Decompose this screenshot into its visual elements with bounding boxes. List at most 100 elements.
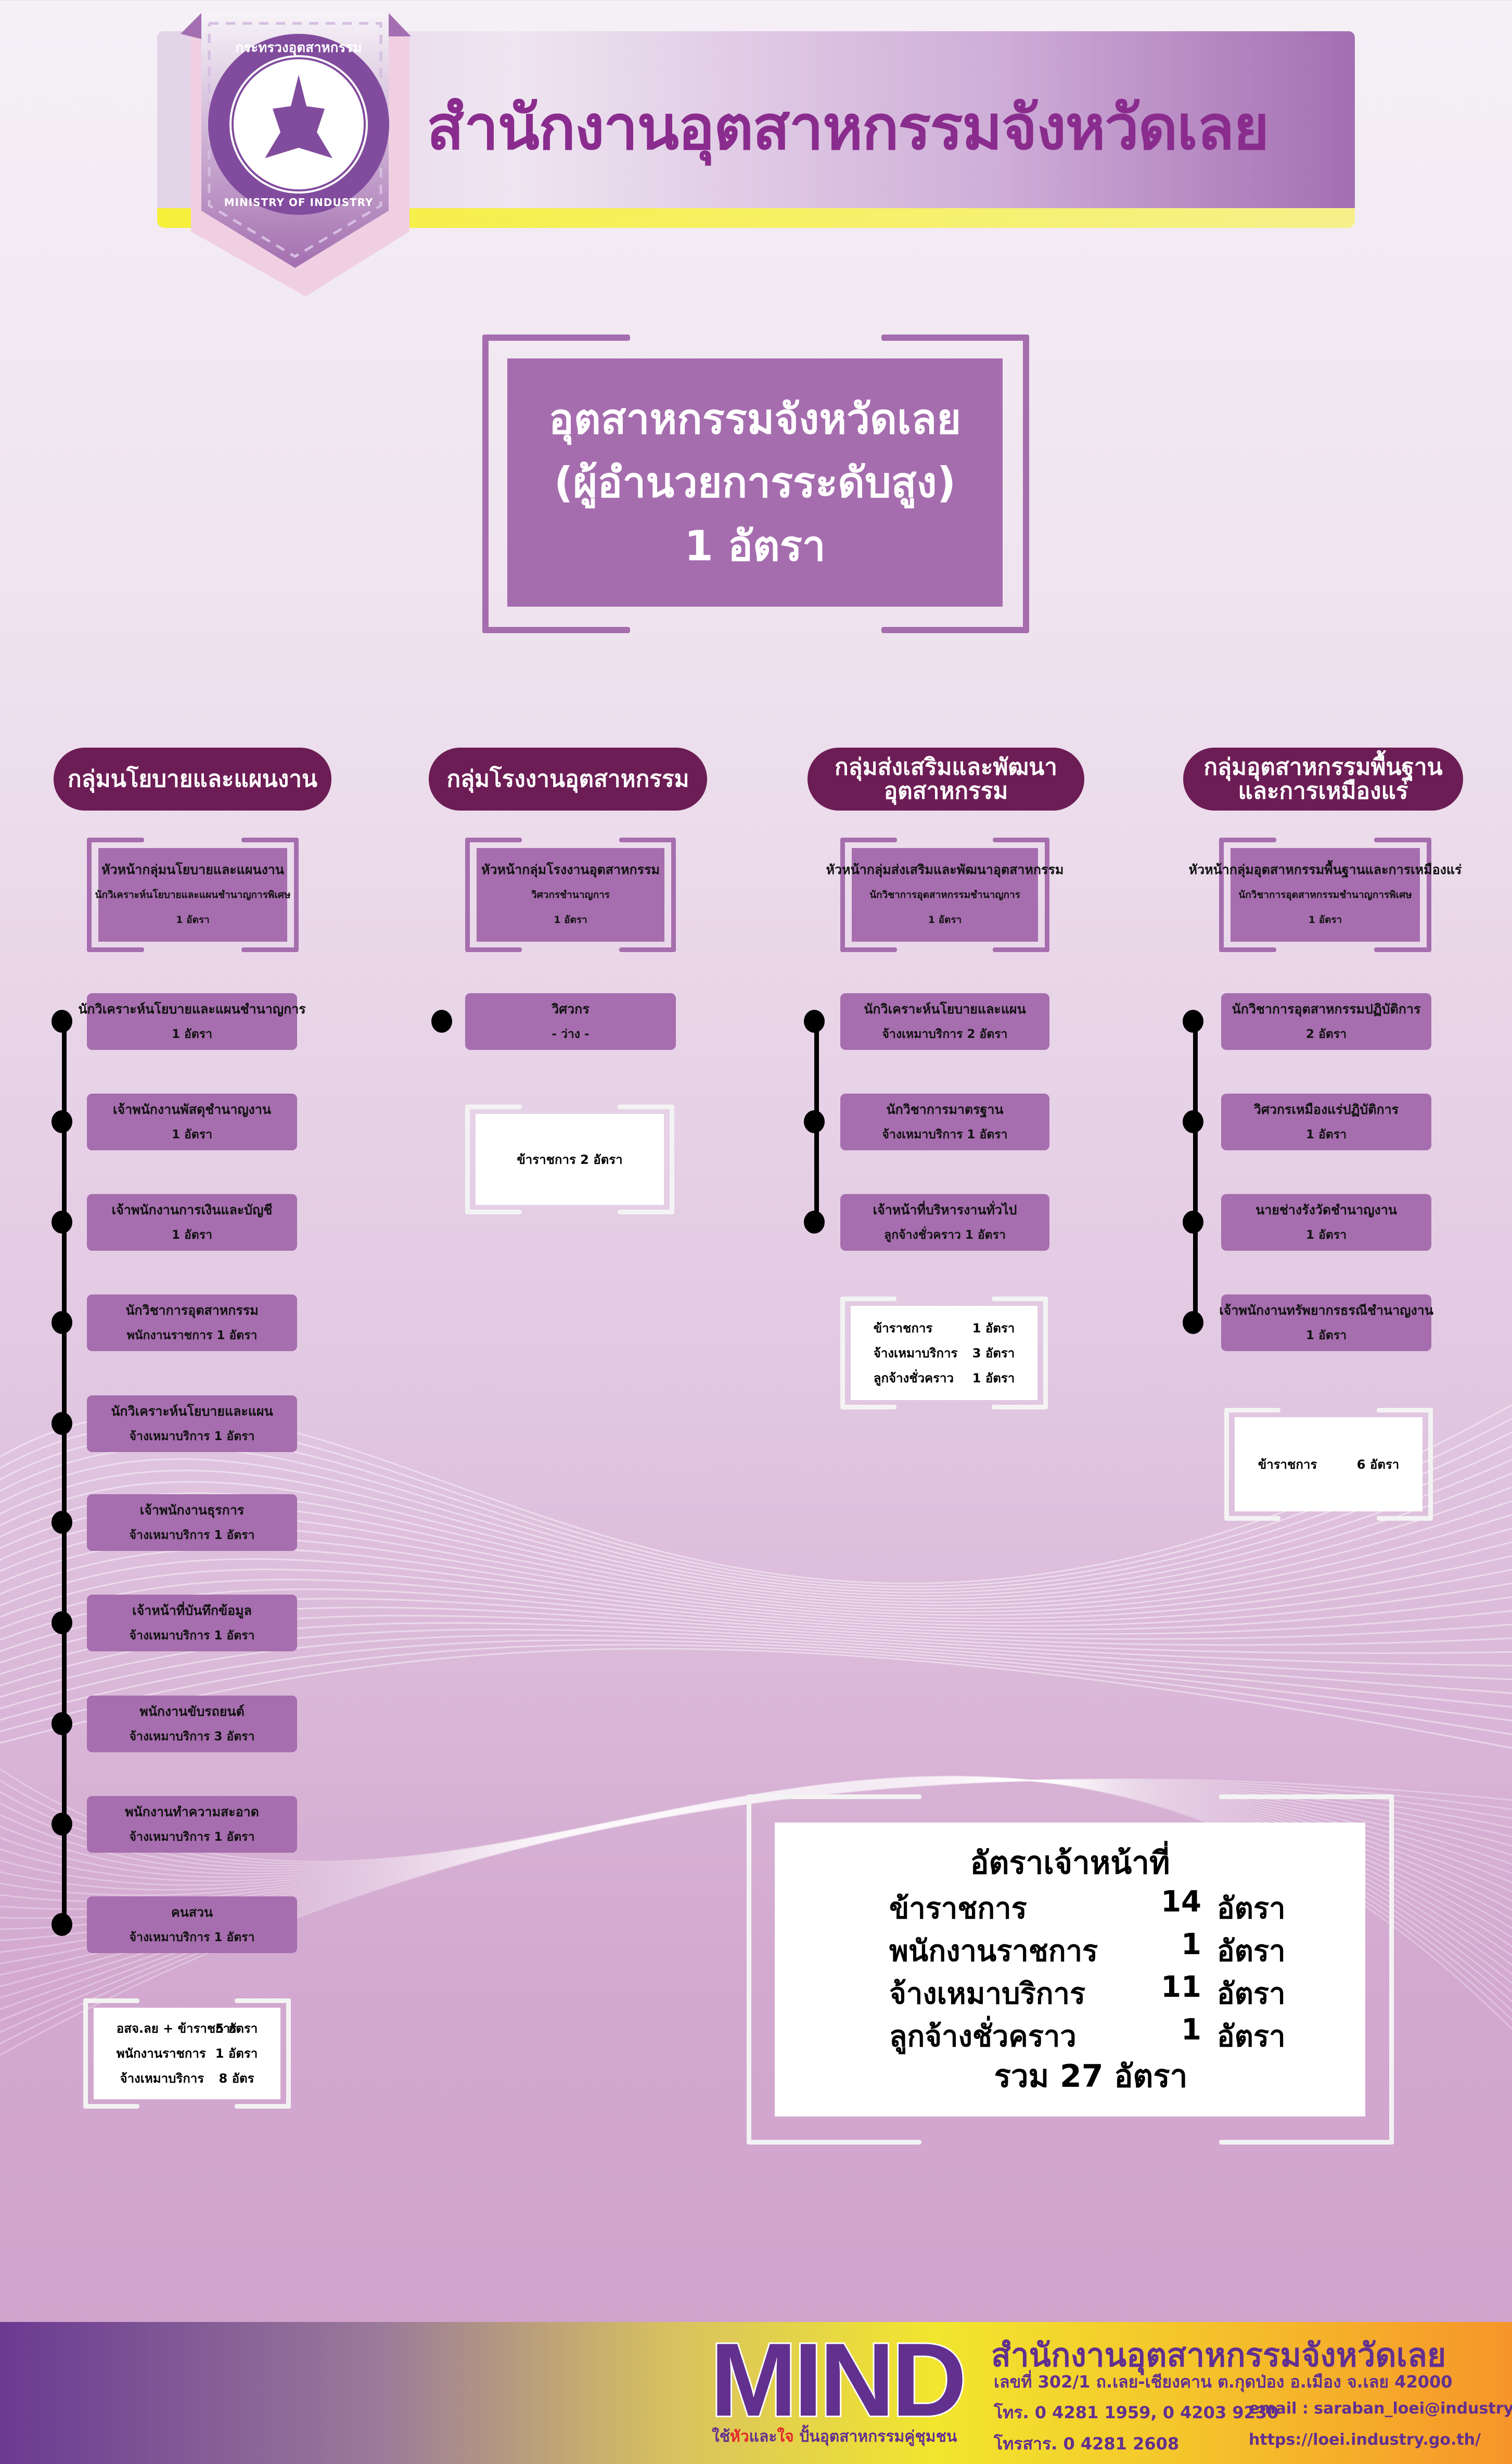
timeline-dot <box>804 1211 825 1234</box>
position-box: นักวิชาการอุตสาหกรรมพนักงานราชการ 1 อัตร… <box>87 1294 297 1351</box>
timeline-dot <box>52 1913 72 1936</box>
frame-segment <box>1377 1408 1433 1413</box>
staff-type-count: 1 <box>1181 1928 1201 1961</box>
frame-segment <box>482 335 489 633</box>
frame-segment <box>87 838 144 842</box>
footer <box>0 2322 1512 2464</box>
position-count: - ว่าง - <box>552 1027 590 1041</box>
staff-type-count: 1 <box>1181 2013 1201 2047</box>
frame-segment <box>87 947 144 952</box>
position-title: นักวิเคราะห์นโยบายและแผน <box>864 1001 1026 1017</box>
head-count: 1 อัตรา <box>554 914 587 926</box>
frame-segment <box>465 1105 522 1109</box>
timeline-dot <box>1183 1211 1203 1234</box>
head-rank: นักวิชาการอุตสาหกรรมชำนาญการ <box>869 889 1020 901</box>
timeline-dot <box>1183 1311 1203 1334</box>
frame-segment <box>1219 838 1276 842</box>
group-head-box: หัวหน้ากลุ่มส่งเสริมและพัฒนาอุตสาหกรรมนั… <box>826 848 1063 942</box>
head-position: หัวหน้ากลุ่มโรงงานอุตสาหกรรม <box>481 862 660 877</box>
footer-website-link[interactable]: https://loei.industry.go.th/ <box>1249 2431 1481 2449</box>
footer-fax: โทรสาร. 0 4281 2608 <box>994 2434 1180 2454</box>
staff-type-label: ข้าราชการ <box>889 1892 1027 1926</box>
position-title: วิศวกร <box>552 1001 590 1017</box>
frame-segment <box>465 1210 522 1214</box>
summary-count: 1 อัตรา <box>972 1320 1015 1336</box>
ministry-seal-logo: กระทรวงอุตสาหกรรม MINISTRY OF INDUSTRY <box>208 34 389 215</box>
position-title: พนักงานขับรถยนต์ <box>139 1703 245 1719</box>
timeline-dot <box>52 1010 72 1033</box>
frame-segment <box>482 627 630 633</box>
position-title: วิศวกรเหมืองแร่ปฏิบัติการ <box>1253 1101 1399 1117</box>
position-box: นักวิชาการมาตรฐานจ้างเหมาบริการ 1 อัตรา <box>840 1094 1049 1150</box>
frame-segment <box>1224 1408 1280 1413</box>
position-box: วิศวกร - ว่าง - <box>465 993 676 1050</box>
frame-segment <box>83 2104 139 2109</box>
group-title-pill: กลุ่มนโยบายและแผนงาน <box>54 748 331 811</box>
head-count: 1 อัตรา <box>928 914 962 926</box>
frame-segment <box>1428 1408 1433 1521</box>
timeline-dot <box>52 1511 72 1534</box>
frame-segment <box>840 1297 845 1409</box>
frame-segment <box>1219 1794 1394 1799</box>
position-title: นักวิชาการมาตรฐาน <box>886 1101 1004 1117</box>
summary-row: ข้าราชการ 2 อัตรา <box>517 1147 622 1172</box>
frame-segment <box>840 947 897 952</box>
frame-segment <box>1219 947 1276 952</box>
frame-segment <box>465 838 470 952</box>
footer-email-link[interactable]: email : saraban_loei@industry.go.th <box>1249 2399 1512 2418</box>
footer-address: เลขที่ 302/1 ถ.เลย-เชียงคาน ต.กุดป่อง อ.… <box>994 2372 1453 2392</box>
staff-type-unit: อัตรา <box>1217 1892 1286 1926</box>
group-title-pill: กลุ่มโรงงานอุตสาหกรรม <box>429 748 707 811</box>
position-title: นายช่างรังวัดชำนาญงาน <box>1255 1202 1397 1217</box>
position-box: นักวิเคราะห์นโยบายและแผนจ้างเหมาบริการ 2… <box>840 993 1049 1050</box>
director-level: (ผู้อำนวยการระดับสูง) <box>554 458 956 507</box>
head-count: 1 อัตรา <box>1308 914 1342 926</box>
frame-segment <box>747 1794 921 1799</box>
position-count: 1 อัตรา <box>171 1228 213 1242</box>
frame-segment <box>619 947 676 952</box>
frame-segment <box>235 2104 291 2109</box>
frame-segment <box>1219 2140 1394 2145</box>
staff-type-count: 14 <box>1161 1885 1201 1919</box>
position-box: พนักงานทำความสะอาดจ้างเหมาบริการ 1 อัตรา <box>87 1796 297 1853</box>
frame-segment <box>993 838 1049 842</box>
head-position: หัวหน้ากลุ่มส่งเสริมและพัฒนาอุตสาหกรรม <box>826 862 1064 877</box>
timeline-line <box>62 1021 67 1920</box>
group-head-box: หัวหน้ากลุ่มนโยบายและแผนงานนักวิเคราะห์น… <box>95 848 291 942</box>
frame-segment <box>670 1105 674 1214</box>
frame-segment <box>840 1405 896 1409</box>
frame-segment <box>1045 838 1049 952</box>
frame-segment <box>1389 1794 1394 2145</box>
timeline-dot <box>52 1110 72 1133</box>
position-count: 1 อัตรา <box>171 1127 213 1141</box>
staff-type-label: จ้างเหมาบริการ <box>889 1977 1086 2011</box>
group-title-pill: กลุ่มส่งเสริมและพัฒนา อุตสาหกรรม <box>808 748 1084 811</box>
director-count: 1 อัตรา <box>684 521 826 570</box>
frame-segment <box>1377 1516 1433 1521</box>
head-position: หัวหน้ากลุ่มนโยบายและแผนงาน <box>101 862 284 877</box>
head-rank: นักวิเคราะห์นโยบายและแผนชำนาญการพิเศษ <box>95 889 291 901</box>
staff-summary-title: อัตราเจ้าหน้าที่ <box>970 1845 1170 1881</box>
position-box: เจ้าหน้าที่บันทึกข้อมูลจ้างเหมาบริการ 1 … <box>87 1595 297 1651</box>
staff-type-unit: อัตรา <box>1217 1977 1286 2011</box>
frame-segment <box>1043 1297 1048 1409</box>
position-title: นักวิชาการอุตสาหกรรม <box>125 1302 259 1318</box>
director-box: อุตสาหกรรมจังหวัดเลย (ผู้อำนวยการระดับสู… <box>507 358 1003 607</box>
timeline-dot <box>52 1311 72 1334</box>
head-rank: วิศวกรชำนาญการ <box>531 889 610 901</box>
position-count: ลูกจ้างชั่วคราว 1 อัตรา <box>884 1228 1006 1242</box>
head-rank: นักวิชาการอุตสาหกรรมชำนาญการพิเศษ <box>1238 889 1412 901</box>
